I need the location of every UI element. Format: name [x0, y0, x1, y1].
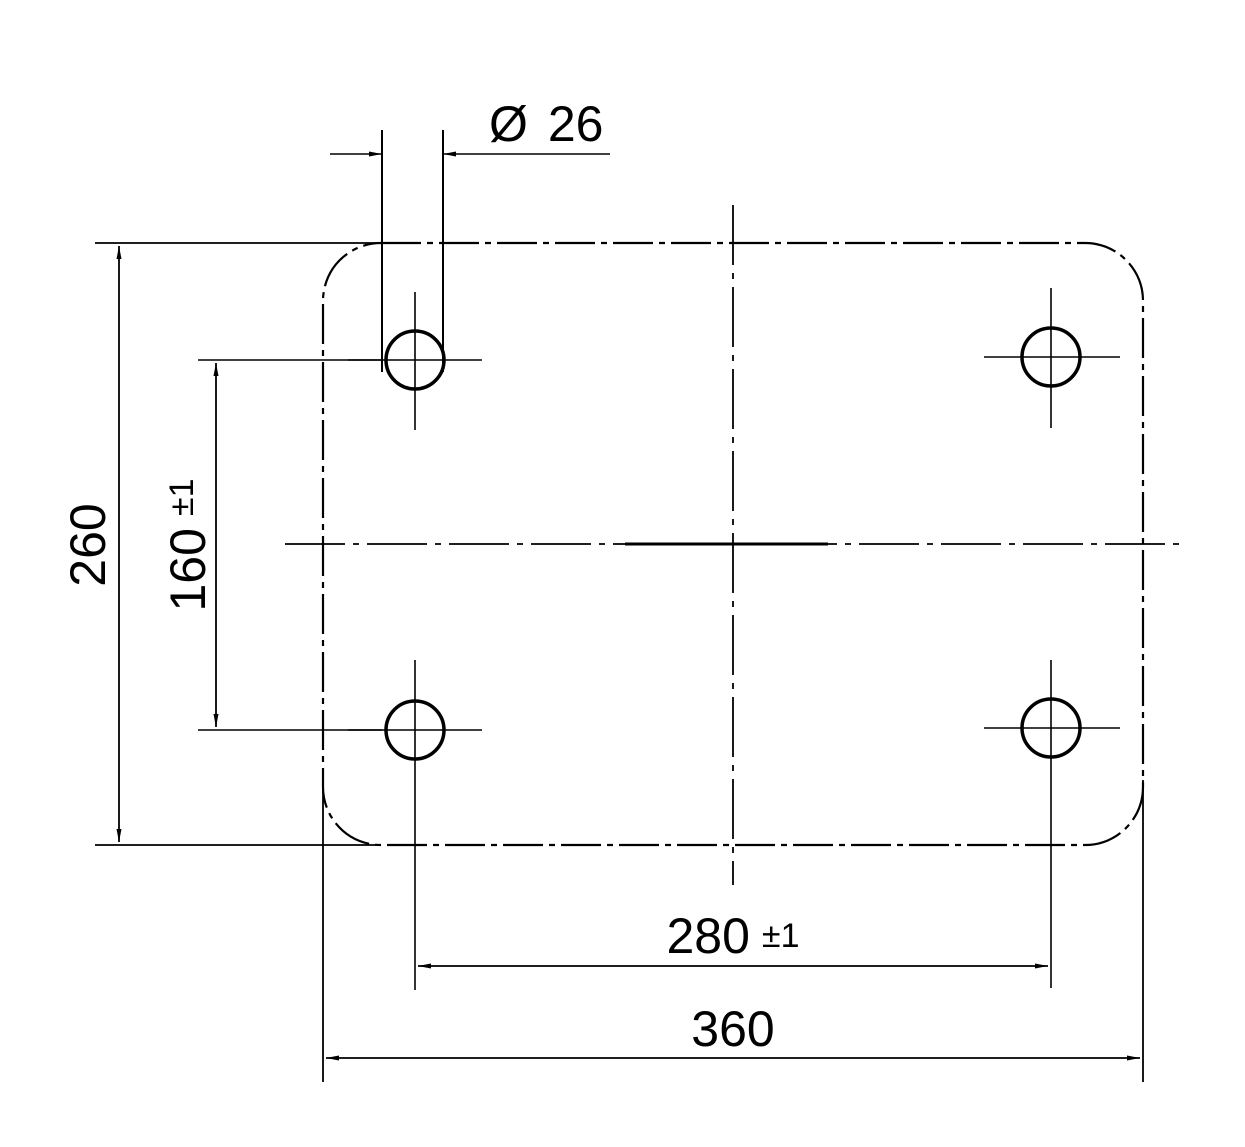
overall-width-label: 360 [691, 1001, 774, 1057]
hole-diameter-dimension: Ø 26 [330, 96, 610, 372]
hole-spacing-horizontal-value: 280 [666, 908, 749, 964]
overall-height-dimension: 260 [60, 242, 380, 846]
hole-diameter-value: 26 [548, 96, 604, 152]
hole-spacing-vertical-value: 160 [160, 528, 216, 611]
hole-spacing-horizontal-label: 280 ±1 [666, 908, 799, 964]
hole-spacing-vertical-tolerance: ±1 [163, 478, 201, 516]
hole-top-left [348, 292, 482, 430]
hole-top-right [984, 288, 1120, 428]
hole-spacing-horizontal-dimension: 280 ±1 [414, 800, 1052, 990]
overall-height-label: 260 [60, 503, 116, 586]
hole-bottom-right [984, 660, 1120, 800]
hole-spacing-horizontal-tolerance: ±1 [762, 917, 800, 955]
hole-diameter-label: Ø 26 [489, 96, 603, 152]
hole-spacing-vertical-dimension: 160 ±1 [160, 359, 382, 731]
diameter-symbol: Ø [489, 96, 528, 152]
hole-spacing-vertical-label: 160 ±1 [160, 478, 216, 611]
overall-width-dimension: 360 [322, 780, 1144, 1082]
